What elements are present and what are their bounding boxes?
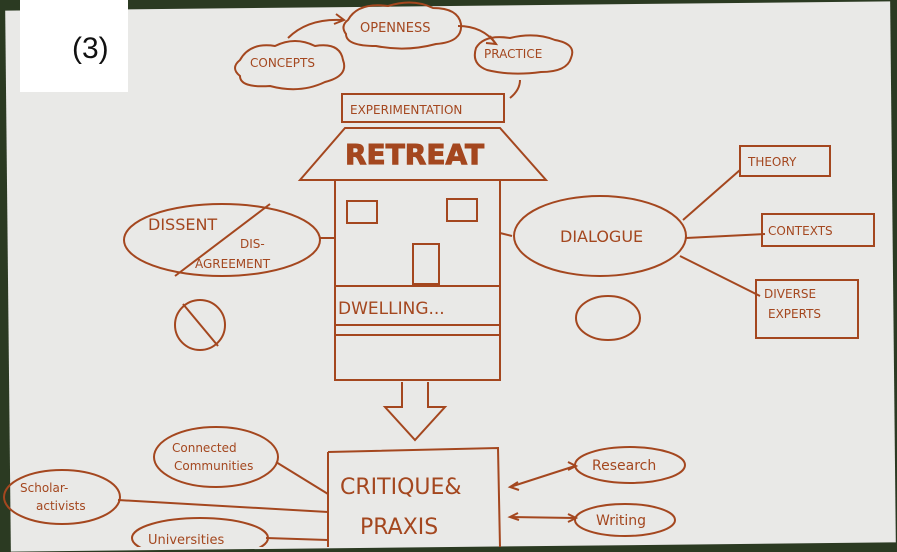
down-arrow xyxy=(382,382,448,442)
arrow-concepts-to-openness xyxy=(287,18,344,39)
dissent-ellipse xyxy=(123,203,321,277)
dialogue-label: DIALOGUE xyxy=(560,227,643,246)
window-left xyxy=(346,200,378,224)
retreat-label: RETREAT xyxy=(345,138,484,171)
dis-label: DIS- xyxy=(240,237,265,251)
research-label: Research xyxy=(592,458,656,474)
practice-cloud xyxy=(473,34,574,75)
experimentation-banner xyxy=(341,93,505,123)
experimentation-label: EXPERIMENTATION xyxy=(350,103,462,117)
arrow-openness-to-practice xyxy=(457,25,497,45)
theory-label: THEORY xyxy=(747,155,797,169)
dissent-label: DISSENT xyxy=(148,215,217,234)
diverse-experts-box xyxy=(755,279,859,339)
scholar-label-2: activists xyxy=(36,499,86,513)
group-icon xyxy=(575,295,641,341)
house-body xyxy=(334,180,501,381)
figure-label: (3) xyxy=(72,32,109,65)
agreement-label: AGREEMENT xyxy=(195,257,271,271)
figure-label-box: (3) xyxy=(20,0,128,92)
critique-box xyxy=(327,446,501,547)
door xyxy=(412,243,440,285)
experts-label: EXPERTS xyxy=(768,307,821,321)
contexts-box xyxy=(761,213,875,247)
practice-label: PRACTICE xyxy=(484,47,542,61)
openness-label: OPENNESS xyxy=(360,21,430,36)
theory-box xyxy=(739,145,831,177)
arrow-practice-down xyxy=(509,79,521,99)
openness-cloud xyxy=(342,1,463,50)
contexts-label: CONTEXTS xyxy=(768,224,833,238)
praxis-label: PRAXIS xyxy=(360,515,438,540)
concepts-cloud xyxy=(234,40,346,91)
scholar-label-1: Scholar- xyxy=(20,481,68,495)
writing-label: Writing xyxy=(596,513,646,529)
universities-label: Universities xyxy=(148,533,224,547)
writing-ellipse xyxy=(574,503,676,537)
connected-communities-ellipse xyxy=(153,426,279,488)
concepts-label: CONCEPTS xyxy=(250,56,315,70)
dialogue-ellipse xyxy=(513,195,687,277)
no-conflict-icon xyxy=(174,299,226,351)
diverse-label: DIVERSE xyxy=(764,287,816,301)
house-roof xyxy=(297,127,549,181)
scholar-activists-ellipse xyxy=(3,469,121,525)
window-right xyxy=(446,198,478,222)
critique-label: CRITIQUE& xyxy=(340,475,462,500)
connected-label-1: Connected xyxy=(172,441,237,455)
connected-label-2: Communities xyxy=(174,459,253,473)
dwelling-label: DWELLING... xyxy=(338,299,445,319)
